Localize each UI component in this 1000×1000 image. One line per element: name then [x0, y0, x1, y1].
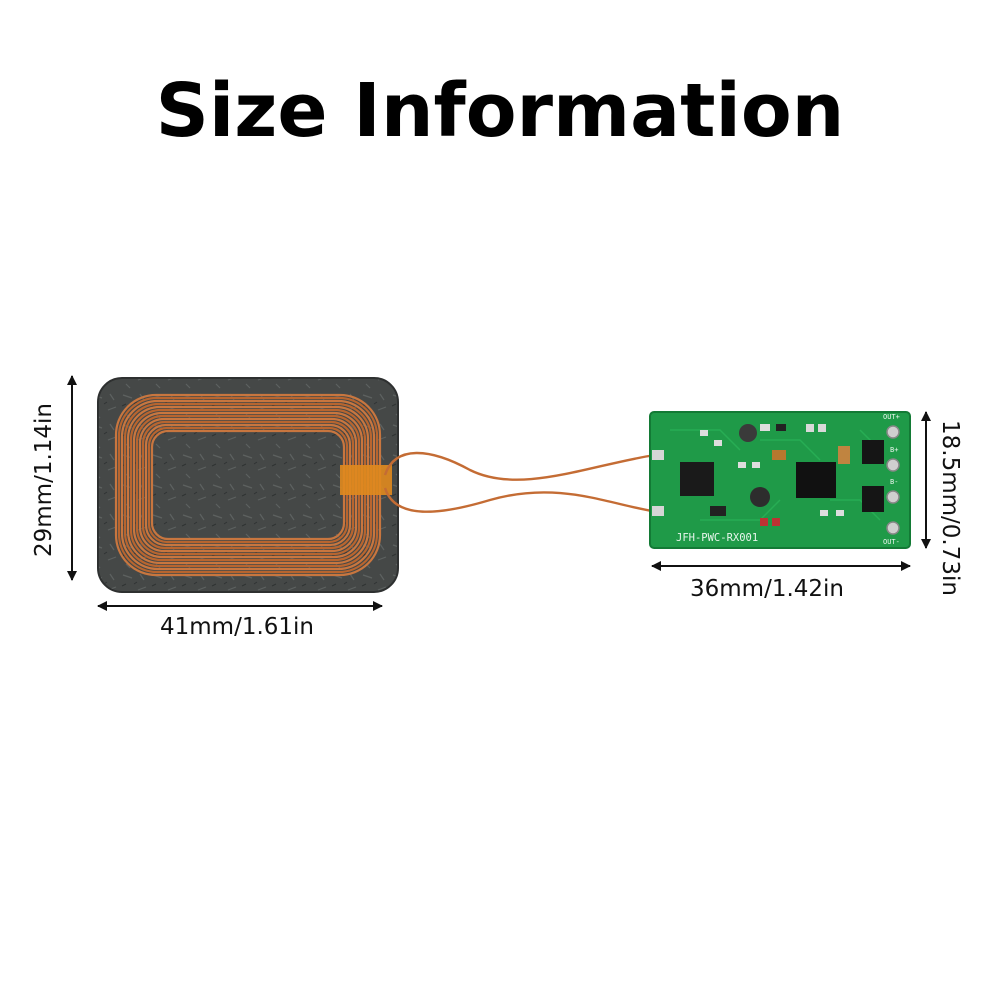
coil-height-label: 29mm/1.14in [31, 402, 57, 558]
copper-coil [114, 393, 382, 577]
board-height-label: 18.5mm/0.73in [937, 420, 963, 596]
board-width-label: 36mm/1.42in [690, 576, 845, 602]
pcb-silkscreen-label: JFH-PWC-RX001 [676, 532, 758, 544]
pin-label-out-minus: OUT- [883, 538, 900, 546]
coil-lead-tape [340, 465, 392, 495]
pin-label-b-plus: B+ [890, 446, 898, 454]
receiver-pcb [649, 411, 911, 549]
page-title: Size Information [155, 68, 845, 154]
coil-lead-wires [383, 451, 659, 514]
coil-center-ferrite [155, 434, 341, 536]
coil-width-label: 41mm/1.61in [160, 614, 315, 640]
pin-label-b-minus: B- [890, 478, 898, 486]
pin-label-out-plus: OUT+ [883, 413, 900, 421]
